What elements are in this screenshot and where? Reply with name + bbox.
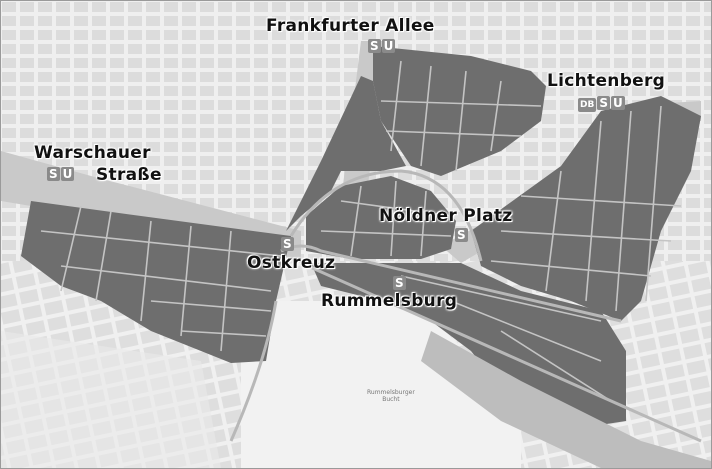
label-rummelsburger-bucht-line2: Bucht: [382, 396, 400, 403]
station-ostkreuz: S: [281, 237, 295, 251]
u-bahn-symbol: U: [60, 167, 75, 181]
s-bahn-symbol: S: [597, 96, 610, 110]
label-rummelsburger-bucht: Rummelsburger Bucht: [367, 389, 415, 403]
station-noeldner-platz: S: [455, 228, 469, 242]
label-frankfurter-allee: Frankfurter Allee: [266, 16, 435, 36]
label-rummelsburg: Rummelsburg: [321, 291, 458, 311]
s-bahn-symbol: S: [47, 167, 60, 181]
district-north: [373, 46, 546, 176]
district-northwest-strip: [286, 76, 406, 231]
station-rummelsburg: S: [393, 276, 407, 290]
label-warschauer-strasse-line1: Warschauer: [34, 143, 151, 163]
label-rummelsburger-bucht-line1: Rummelsburger: [367, 389, 415, 396]
river-spree: [421, 331, 711, 468]
district-streets: [40, 60, 682, 402]
s-bahn-symbol: S: [455, 228, 468, 242]
s-bahn-symbol: S: [281, 237, 294, 251]
label-ostkreuz: Ostkreuz: [247, 253, 336, 273]
label-noeldner-platz: Nöldner Platz: [379, 206, 513, 226]
u-bahn-symbol: U: [381, 39, 396, 53]
open-area-southwest: [1, 331, 221, 468]
label-warschauer-strasse-line2: Straße: [96, 165, 162, 185]
s-bahn-symbol: S: [368, 39, 381, 53]
district-central-ring: [306, 176, 456, 259]
u-bahn-symbol: U: [611, 96, 625, 110]
label-lichtenberg: Lichtenberg: [547, 71, 666, 91]
s-bahn-symbol: S: [393, 276, 406, 290]
db-symbol: DB: [578, 98, 597, 112]
